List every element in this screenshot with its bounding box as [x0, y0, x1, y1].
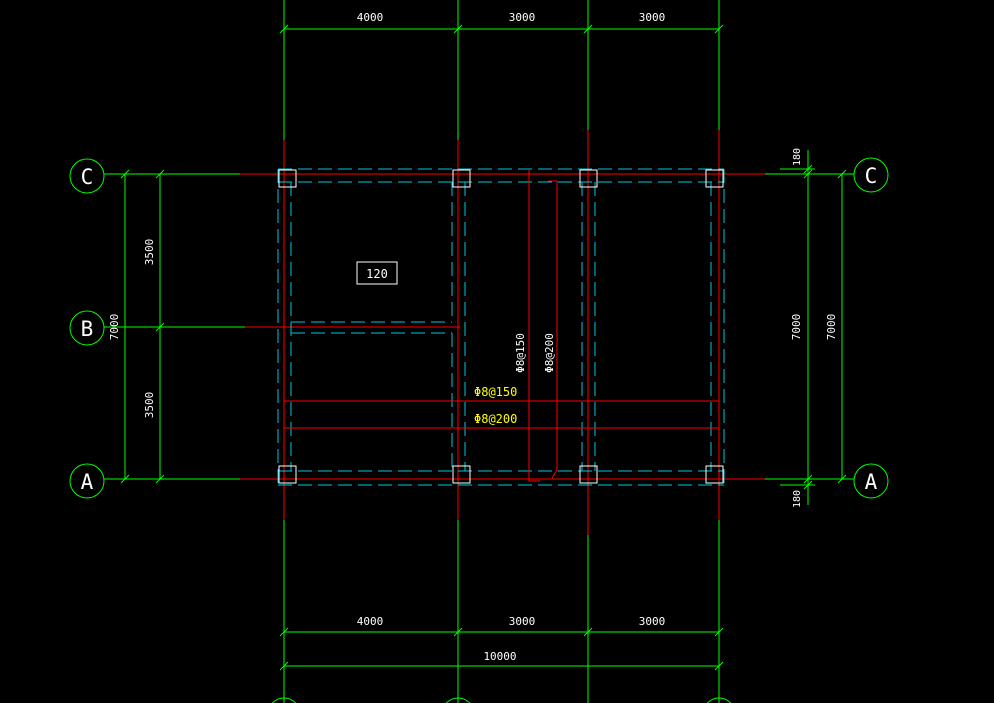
top-dim-3: 3000 — [639, 11, 666, 24]
bottom-axis-bubbles — [271, 697, 732, 703]
column-c4 — [705, 169, 724, 188]
bottom-dim-1: 4000 — [357, 615, 384, 628]
rebar-label-vertical-2: Φ8@200 — [543, 333, 556, 373]
column-a4 — [705, 465, 724, 484]
axis-label-left-b: B — [81, 317, 94, 341]
column-c2 — [452, 169, 471, 188]
rebar-label-vertical-1: Φ8@150 — [514, 333, 527, 373]
left-dim-total: 7000 — [108, 314, 121, 341]
axis-bubble-right-c: C — [853, 157, 889, 193]
rebar-label-horizontal-2: Φ8@200 — [474, 412, 517, 426]
bottom-dimension-chain: 4000 3000 3000 10000 — [279, 615, 724, 671]
vertical-axis-lines — [283, 0, 720, 703]
right-dim-inner: 7000 — [790, 314, 803, 341]
axis-bubble-right-a: A — [853, 463, 889, 499]
left-dim-lower: 3500 — [143, 392, 156, 419]
slab-thickness-label: 120 — [366, 267, 388, 281]
axis-label-left-c: C — [81, 165, 94, 189]
right-dim-outer: 7000 — [825, 314, 838, 341]
horizontal-axis-lines — [104, 173, 854, 480]
columns — [278, 169, 724, 484]
left-dimension-chain: 3500 3500 7000 — [108, 169, 165, 484]
bottom-total-dim: 10000 — [483, 650, 516, 663]
column-c1 — [278, 169, 297, 188]
red-grid-lines — [240, 130, 765, 535]
axis-label-left-a: A — [81, 470, 94, 494]
column-a2 — [452, 465, 471, 484]
bottom-dim-2: 3000 — [509, 615, 536, 628]
column-a3 — [579, 465, 598, 484]
column-a1 — [278, 465, 297, 484]
bottom-dim-3: 3000 — [639, 615, 666, 628]
right-dimension-chain: 180 180 7000 7000 — [780, 148, 847, 508]
rebar-lines — [283, 170, 720, 482]
left-dim-upper: 3500 — [143, 239, 156, 266]
axis-bubble-left-a: A — [69, 463, 105, 499]
beam-outlines — [277, 168, 725, 486]
column-c3 — [579, 169, 598, 188]
right-dim-bottom-offset: 180 — [792, 490, 803, 508]
axis-bubble-left-c: C — [69, 158, 105, 194]
slab-thickness-tag: 120 — [356, 261, 398, 285]
axis-bubble-left-b: B — [69, 310, 105, 346]
right-dim-top-offset: 180 — [792, 148, 803, 166]
top-dim-2: 3000 — [509, 11, 536, 24]
axis-label-right-c: C — [865, 164, 878, 188]
top-dimension-chain: 4000 3000 3000 — [279, 11, 724, 34]
top-dim-1: 4000 — [357, 11, 384, 24]
rebar-label-horizontal-1: Φ8@150 — [474, 385, 517, 399]
axis-label-right-a: A — [865, 470, 878, 494]
